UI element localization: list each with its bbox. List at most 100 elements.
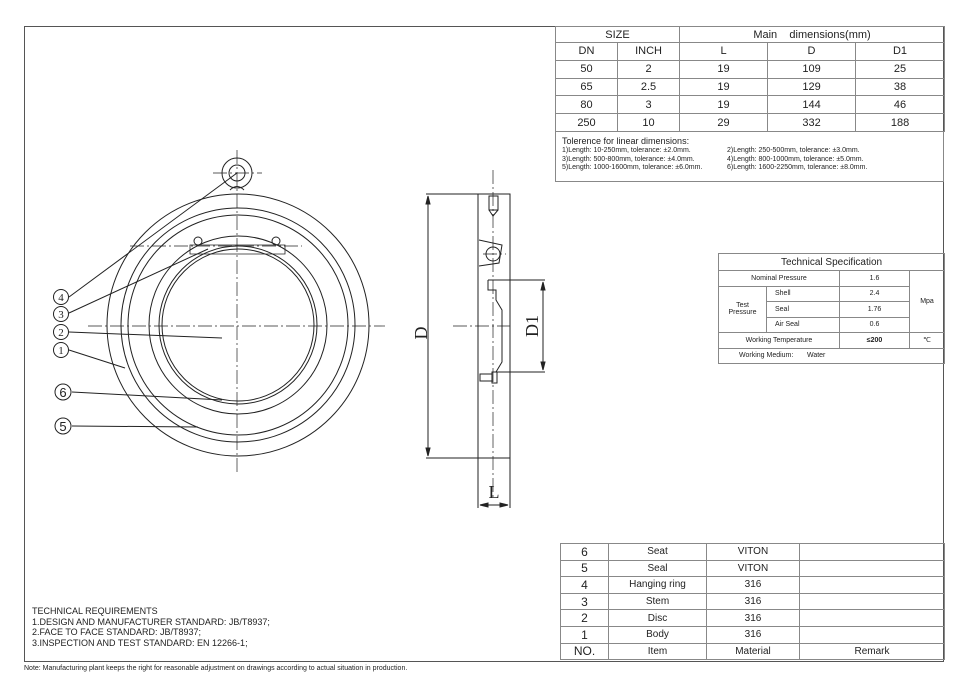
size-header: SIZE xyxy=(554,26,681,43)
balloon-5: 5 xyxy=(59,419,66,434)
tolerance-item: 3)Length: 500-800mm, tolerance: ±4.0mm. xyxy=(562,155,695,163)
part-no: 3 xyxy=(560,592,609,611)
side-view xyxy=(425,170,546,508)
seal-value: 1.76 xyxy=(839,301,910,318)
balloon-3: 3 xyxy=(58,309,64,321)
tech-req-line: 1.DESIGN AND MANUFACTURER STANDARD: JB/T… xyxy=(32,616,270,627)
nominal-pressure-label: Nominal Pressure xyxy=(718,270,840,287)
part-material: 316 xyxy=(706,625,800,644)
part-item: Disc xyxy=(608,609,707,627)
header-no: NO. xyxy=(560,642,609,661)
size-dimension-table: SIZE Main dimensions(mm) DN INCH L D D1 … xyxy=(554,26,946,132)
cell: 250 xyxy=(555,113,618,132)
cell: 188 xyxy=(855,113,946,132)
part-material: 316 xyxy=(706,576,800,594)
balloon-2: 2 xyxy=(58,327,64,339)
part-item: Seat xyxy=(608,543,707,561)
parts-header-row: NO. Item Material Remark xyxy=(560,642,945,661)
balloon-4: 4 xyxy=(58,292,64,304)
dim-label-l: L xyxy=(489,482,500,502)
cell: 46 xyxy=(855,95,946,115)
part-material: VITON xyxy=(706,559,800,578)
cell: 3 xyxy=(616,95,681,115)
part-remark xyxy=(799,625,945,644)
dim-label-d1: D1 xyxy=(522,315,542,337)
dim-label-d: D xyxy=(411,327,431,340)
part-remark xyxy=(799,559,945,578)
cell: 80 xyxy=(555,95,618,115)
cell: 129 xyxy=(767,77,857,97)
tolerance-title: Tolerence for linear dimensions: xyxy=(562,136,690,146)
part-no: 4 xyxy=(560,576,609,594)
main-dimensions-header: Main dimensions(mm) xyxy=(679,26,946,43)
part-no: 2 xyxy=(560,609,609,627)
balloon-1: 1 xyxy=(58,345,64,357)
part-item: Hanging ring xyxy=(608,576,707,594)
shell-value: 2.4 xyxy=(839,285,910,302)
cell: 2.5 xyxy=(616,77,681,97)
header-material: Material xyxy=(706,642,800,661)
working-medium-label: Working Medium: xyxy=(739,352,794,360)
production-note: Note: Manufacturing plant keeps the righ… xyxy=(24,665,408,672)
column-headers: DN INCH L D D1 xyxy=(555,42,946,61)
working-medium-value: Water xyxy=(806,352,826,360)
part-item: Seal xyxy=(608,559,707,578)
part-remark xyxy=(799,592,945,611)
cell: 2 xyxy=(616,59,681,79)
tolerance-item: 6)Length: 1600-2250mm, tolerance: ±8.0mm… xyxy=(727,164,868,171)
working-medium-row: Working Medium: Water xyxy=(717,347,946,364)
working-temperature-value: ≤200 xyxy=(839,332,910,349)
part-no: 5 xyxy=(560,559,609,578)
tech-req-line: 3.INSPECTION AND TEST STANDARD: EN 12266… xyxy=(32,637,248,648)
cell: 332 xyxy=(767,113,857,132)
tolerance-item: 1)Length: 10-250mm, tolerance: ±2.0mm. xyxy=(562,147,691,154)
spec-title: Technical Specification xyxy=(717,253,946,271)
cell: 19 xyxy=(679,95,769,115)
tolerance-box: Tolerence for linear dimensions: 1)Lengt… xyxy=(555,132,944,182)
test-pressure-label: Test Pressure xyxy=(718,285,767,333)
tech-req-title: TECHNICAL REQUIREMENTS xyxy=(32,606,158,616)
col-d: D xyxy=(767,42,857,61)
part-no: 1 xyxy=(560,625,609,644)
working-temperature-label: Working Temperature xyxy=(718,332,840,349)
cell: 65 xyxy=(555,77,618,97)
cell: 19 xyxy=(679,59,769,79)
col-dn: DN xyxy=(555,42,618,61)
technical-specification-table: Technical Specification Nominal Pressure… xyxy=(717,253,946,364)
nominal-pressure-value: 1.6 xyxy=(839,270,910,287)
cell: 109 xyxy=(767,59,857,79)
pressure-unit: Mpa xyxy=(908,270,946,333)
seal-label: Seal xyxy=(766,301,840,318)
col-inch: INCH xyxy=(616,42,681,61)
header-remark: Remark xyxy=(799,642,945,661)
part-remark xyxy=(799,543,945,561)
cell: 38 xyxy=(855,77,946,97)
tolerance-item: 2)Length: 250-500mm, tolerance: ±3.0mm. xyxy=(727,147,860,154)
col-l: L xyxy=(679,42,769,61)
front-view xyxy=(53,150,385,475)
part-item: Body xyxy=(608,625,707,644)
tolerance-item: 5)Length: 1000-1600mm, tolerance: ±6.0mm… xyxy=(562,164,703,171)
cell: 25 xyxy=(855,59,946,79)
balloon-6: 6 xyxy=(59,385,66,400)
tolerance-item: 4)Length: 800-1000mm, tolerance: ±5.0mm. xyxy=(727,155,864,163)
cell: 10 xyxy=(616,113,681,132)
part-no: 6 xyxy=(560,543,609,561)
part-material: 316 xyxy=(706,609,800,627)
part-material: 316 xyxy=(706,592,800,611)
header-item: Item xyxy=(608,642,707,661)
part-item: Stem xyxy=(608,592,707,611)
col-d1: D1 xyxy=(855,42,946,61)
part-material: VITON xyxy=(706,543,800,561)
air-seal-label: Air Seal xyxy=(766,316,840,333)
